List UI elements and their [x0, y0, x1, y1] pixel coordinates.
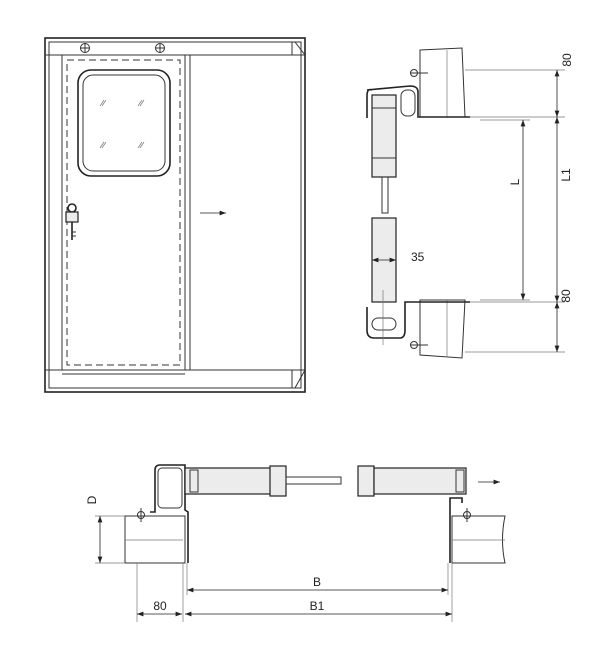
screw-icon [80, 43, 165, 53]
seal [285, 476, 342, 485]
door-leaf-left [184, 467, 278, 495]
side-view: 80 L1 L 35 80 [366, 47, 574, 359]
window [77, 69, 171, 177]
dim-frame-label: 80 [153, 599, 167, 613]
wall-top [419, 47, 466, 118]
plan-view: D B B1 80 [85, 464, 506, 622]
door-leaf-right [373, 467, 467, 495]
dim-b-label: B [313, 575, 321, 589]
dim-l-label: L [508, 178, 522, 185]
key-icon [65, 203, 79, 240]
outer-frame [44, 37, 306, 393]
dim-d-label: D [85, 495, 99, 504]
dim-bottom-label: 80 [559, 289, 573, 303]
front-view [44, 37, 306, 393]
dim-l1-label: L1 [559, 168, 573, 182]
dim-door-label: 35 [411, 250, 425, 264]
dim-top-label: 80 [560, 53, 574, 67]
wall-right [451, 515, 506, 564]
wall-left [124, 515, 186, 564]
dim-b1-label: B1 [310, 599, 325, 613]
wall-bottom [419, 299, 466, 359]
door-leaf [61, 54, 186, 371]
